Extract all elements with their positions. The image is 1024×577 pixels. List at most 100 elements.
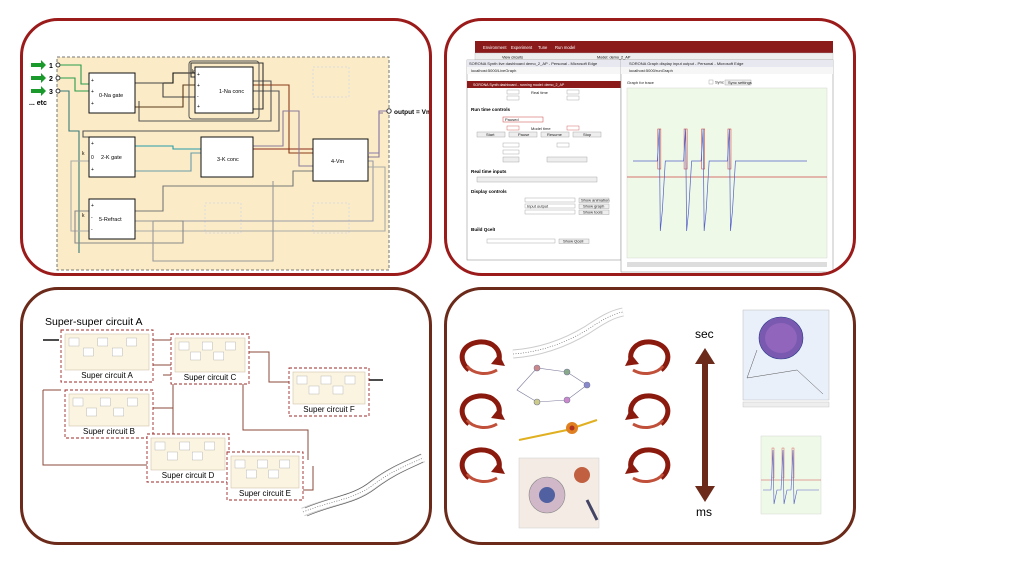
svg-text:+: + (91, 78, 94, 84)
field[interactable] (556, 142, 570, 148)
curled-arrow (459, 393, 505, 429)
svg-text:+: + (91, 89, 94, 95)
pause-button-label: Pause (518, 132, 530, 137)
cycle-arrows-left (459, 339, 505, 483)
placeholder-box (312, 202, 350, 234)
input-label-2: 2 (49, 76, 53, 83)
sync-settings-label: Sync settings (728, 80, 752, 85)
multiscale-panel: sec ms (444, 287, 856, 545)
output-label: output = Vm (394, 109, 432, 116)
button-label: Show graph (583, 204, 604, 209)
network-3d-plot (742, 309, 830, 408)
vm-trace (633, 128, 807, 232)
block-k-gate: 2-K gate +0+ (88, 136, 136, 178)
select[interactable] (486, 238, 556, 244)
field[interactable] (566, 95, 580, 101)
field[interactable] (506, 125, 520, 131)
model-time-label: Model time (531, 126, 551, 131)
neuron-cell-icon (518, 419, 598, 441)
svg-text:+: + (197, 72, 200, 78)
svg-text:-: - (91, 215, 93, 221)
trace-group (633, 128, 807, 232)
show-qcell-button[interactable] (558, 238, 590, 244)
super-circuit-label: Super circuit F (303, 405, 355, 414)
menu-item[interactable]: Environment (483, 45, 507, 50)
menu-bar (475, 41, 833, 53)
svg-text:+: + (91, 167, 94, 173)
more-inputs-label: ... etc (29, 100, 47, 107)
show-animation-button[interactable] (578, 197, 610, 203)
super-circuit-label: Super circuit E (239, 489, 291, 498)
curled-arrow (625, 393, 671, 429)
field[interactable] (502, 142, 520, 148)
output-port (386, 108, 392, 114)
show-tools-button[interactable] (578, 209, 610, 215)
super-circuit-label: Super circuit A (81, 371, 133, 380)
circuit-diagram-panel: 1 2 3 ... etc 0-Na gate +++ 1-Na conc (20, 18, 432, 276)
block-k-conc: 3-K conc (200, 136, 254, 178)
menu-item[interactable]: Run model (555, 45, 575, 50)
curled-arrow (459, 339, 505, 375)
input-port (55, 62, 61, 68)
input-output-select[interactable] (524, 203, 576, 209)
real-time-label: Real time (531, 90, 549, 95)
k-label: k (192, 69, 195, 75)
refract-pulse (771, 447, 775, 479)
circuit-diagram: 1 2 3 ... etc 0-Na gate +++ 1-Na conc (29, 56, 432, 271)
placeholder-box (312, 66, 350, 98)
submenu-bar (474, 52, 834, 61)
output-wire (368, 110, 387, 154)
super-circuit-box: Super circuit E (226, 451, 304, 501)
change-button[interactable] (502, 156, 520, 163)
field[interactable] (506, 89, 520, 95)
block-label: 3-K conc (217, 157, 239, 163)
start-button[interactable] (476, 131, 506, 138)
svg-text:0: 0 (91, 155, 94, 161)
input-port (55, 75, 61, 81)
button-label: Show QcelI (563, 239, 583, 244)
input-label-1: 1 (49, 63, 53, 70)
svg-text:-: - (197, 94, 199, 100)
svg-text:+: + (91, 141, 94, 147)
spike-trace (763, 449, 819, 505)
scale-bottom-label: ms (696, 505, 712, 519)
graph-url: localhost:5000/runGraph (629, 68, 673, 73)
select[interactable] (524, 197, 576, 203)
block-label: 0-Na gate (99, 93, 123, 99)
pause-button[interactable] (508, 131, 538, 138)
field[interactable] (566, 125, 580, 131)
super-circuit-box: Super circuit A (60, 329, 154, 383)
view-circuits-link[interactable]: View circuits (502, 56, 523, 60)
status-field[interactable] (502, 116, 544, 123)
svg-text:-: - (91, 227, 93, 233)
select[interactable] (524, 209, 576, 215)
field[interactable] (566, 89, 580, 95)
field[interactable] (506, 95, 520, 101)
refract-pulse (791, 447, 795, 479)
button-label: Show animation (581, 198, 609, 203)
resume-button-label: Resume (547, 132, 563, 137)
field[interactable] (502, 149, 520, 155)
speed-buttons[interactable] (546, 156, 588, 163)
super-circuit-box: Super circuit F (288, 367, 370, 417)
resume-button[interactable] (540, 131, 570, 138)
super-circuit-box: Super circuit B (64, 389, 154, 439)
dashboard-panel: Environment Experiment Tune Run model Vi… (444, 18, 856, 276)
block-label: 4-Vm (331, 159, 345, 165)
super-circuit-box: Super circuit D (146, 433, 230, 483)
refract-pulse (781, 447, 785, 479)
sync-checkbox[interactable] (708, 79, 714, 85)
block-label: 1-Na conc (219, 89, 244, 95)
inputs-bar[interactable] (476, 176, 598, 183)
stop-button[interactable] (572, 131, 602, 138)
show-graph-button[interactable] (578, 203, 610, 209)
sync-settings-button[interactable] (724, 79, 752, 86)
block-vm: 4-Vm (312, 138, 369, 182)
menu-item[interactable]: Tune (538, 45, 548, 50)
dashboard-screenshot: Environment Experiment Tune Run model Vi… (466, 41, 834, 273)
menu-item[interactable]: Experiment (511, 45, 533, 50)
multiscale-diagram: sec ms (459, 307, 830, 529)
worm-illustration (512, 307, 624, 359)
input-port (55, 88, 61, 94)
